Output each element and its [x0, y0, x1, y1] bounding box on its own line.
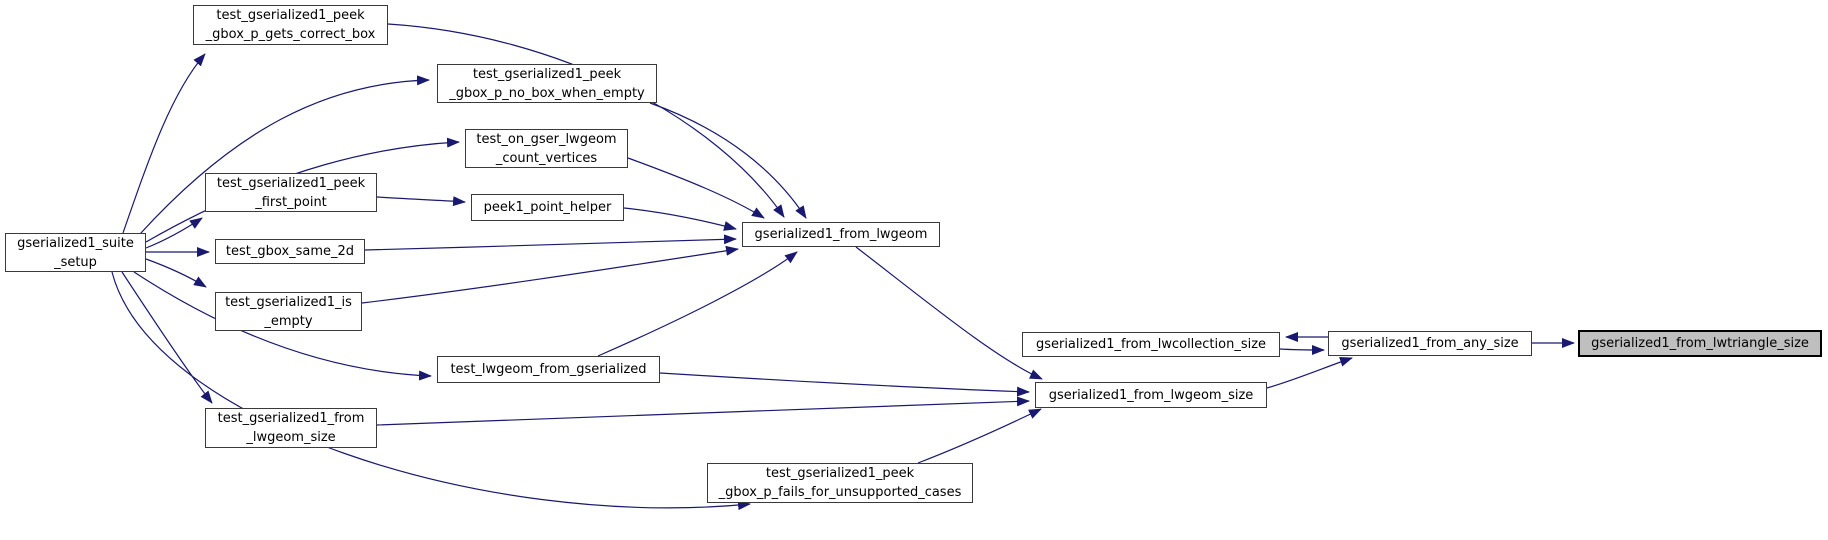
- node-test_gserialized1_peek_gbox_p_no_box_when_empty[interactable]: test_gserialized1_peek _gbox_p_no_box_whe…: [437, 64, 657, 103]
- edge-test_gserialized1_peek_gbox_p_gets_correct_box--to--gserialized1_from_lwgeom: [387, 23, 785, 218]
- edge-gserialized1_suite_setup--to--test_gserialized1_from_lwgeom_size: [121, 271, 213, 404]
- node-label-line: test_gserialized1_from: [217, 411, 365, 426]
- node-label-line: _gbox_p_no_box_when_empty: [449, 85, 645, 101]
- node-label-line: test_gserialized1_peek: [216, 8, 365, 23]
- edge-gserialized1_suite_setup--to--test_gserialized1_is_empty: [145, 258, 207, 288]
- node-gserialized1_from_lwcollection_size[interactable]: gserialized1_from_lwcollection_size: [1022, 332, 1280, 357]
- edge-test_lwgeom_from_gserialized--to--gserialized1_from_lwgeom_size: [659, 372, 1030, 397]
- edge-gserialized1_suite_setup--to--test_on_gser_lwgeom_count_vertices: [145, 137, 460, 243]
- node-gserialized1_from_lwtriangle_size[interactable]: gserialized1_from_lwtriangle_size: [1578, 330, 1822, 357]
- node-label-line: test_gserialized1_peek: [472, 66, 622, 82]
- node-label-line: test_gbox_same_2d: [225, 244, 355, 259]
- node-test_on_gser_lwgeom_count_vertices[interactable]: test_on_gser_lwgeom _count_vertices: [465, 129, 628, 168]
- node-label-line: test_on_gser_lwgeom: [476, 131, 617, 147]
- node-test_gbox_same_2d[interactable]: test_gbox_same_2d: [215, 239, 365, 264]
- node-label-line: gserialized1_from_lwtriangle_size: [1591, 336, 1809, 351]
- node-label-line: gserialized1_from_lwcollection_size: [1035, 337, 1267, 352]
- node-label-line: gserialized1_from_lwgeom_size: [1048, 387, 1254, 403]
- node-label-line: _gbox_p_fails_for_unsupported_cases: [718, 485, 962, 500]
- node-peek1_point_helper[interactable]: peek1_point_helper: [471, 194, 624, 221]
- node-label-line: _empty: [264, 313, 313, 329]
- node-label-line: gserialized1_from_lwgeom: [754, 227, 928, 242]
- edge-test_gserialized1_is_empty--to--gserialized1_from_lwgeom: [361, 245, 739, 304]
- node-label-line: test_gserialized1_peek: [765, 466, 915, 481]
- node-label-line: _count_vertices: [495, 150, 598, 166]
- node-gserialized1_suite_setup[interactable]: gserialized1_suite _setup: [5, 233, 146, 272]
- edge-gserialized1_from_lwcollection_size--to--gserialized1_from_any_size: [1279, 344, 1325, 355]
- node-gserialized1_from_lwgeom[interactable]: gserialized1_from_lwgeom: [742, 222, 940, 247]
- node-label-line: _setup: [54, 254, 97, 270]
- edge-test_gserialized1_from_lwgeom_size--to--gserialized1_from_lwgeom_size: [376, 396, 1030, 426]
- node-test_lwgeom_from_gserialized[interactable]: test_lwgeom_from_gserialized: [437, 356, 660, 383]
- node-label-line: test_gserialized1_peek: [216, 175, 366, 191]
- node-test_gserialized1_is_empty[interactable]: test_gserialized1_is _empty: [215, 292, 362, 331]
- edge-test_gserialized1_peek_gbox_p_no_box_when_empty--to--gserialized1_from_lwgeom: [649, 102, 807, 219]
- edge-gserialized1_suite_setup--to--test_lwgeom_from_gserialized: [133, 271, 432, 381]
- node-label-line: peek1_point_helper: [483, 200, 612, 215]
- edge-gserialized1_from_lwgeom_size--to--gserialized1_from_any_size: [1266, 357, 1353, 389]
- node-test_gserialized1_peek_first_point[interactable]: test_gserialized1_peek _first_point: [205, 173, 377, 212]
- edge-test_lwgeom_from_gserialized--to--gserialized1_from_lwgeom: [597, 251, 798, 357]
- node-gserialized1_from_any_size[interactable]: gserialized1_from_any_size: [1328, 331, 1532, 356]
- edge-gserialized1_suite_setup--to--test_gserialized1_peek_gbox_p_gets_correct_box: [122, 53, 206, 234]
- node-label-line: test_lwgeom_from_gserialized: [450, 362, 647, 377]
- node-label-line: test_gserialized1_is: [225, 294, 352, 310]
- edge-gserialized1_suite_setup--to--test_gserialized1_peek_first_point: [145, 217, 203, 249]
- edge-test_gserialized1_peek_gbox_p_fails_for_unsupported_cases--to--gserialized1_from_lwgeom_size: [917, 408, 1042, 464]
- edge-test_gbox_same_2d--to--gserialized1_from_lwgeom: [364, 234, 737, 251]
- node-label-line: _first_point: [255, 194, 327, 210]
- edge-gserialized1_from_lwgeom--to--gserialized1_from_lwgeom_size: [855, 246, 1043, 380]
- edge-test_gserialized1_peek_first_point--to--peek1_point_helper: [376, 196, 466, 207]
- edge-test_on_gser_lwgeom_count_vertices--to--gserialized1_from_lwgeom: [627, 157, 765, 219]
- node-label-line: _gbox_p_gets_correct_box: [205, 27, 376, 42]
- node-test_gserialized1_from_lwgeom_size[interactable]: test_gserialized1_from _lwgeom_size: [205, 408, 377, 448]
- node-label-line: gserialized1_from_any_size: [1341, 336, 1519, 351]
- node-test_gserialized1_peek_gbox_p_gets_correct_box[interactable]: test_gserialized1_peek _gbox_p_gets_corre…: [193, 5, 388, 45]
- node-label-line: gserialized1_suite: [17, 235, 134, 251]
- edge-gserialized1_suite_setup--to--test_gserialized1_peek_gbox_p_fails_for_unsupported_cases: [111, 271, 751, 511]
- node-gserialized1_from_lwgeom_size[interactable]: gserialized1_from_lwgeom_size: [1035, 382, 1267, 408]
- edge-gserialized1_suite_setup--to--test_gserialized1_peek_gbox_p_no_box_when_empty: [139, 75, 430, 235]
- node-label-line: _lwgeom_size: [246, 430, 336, 445]
- node-test_gserialized1_peek_gbox_p_fails_for_unsupported_cases[interactable]: test_gserialized1_peek _gbox_p_fails_for_…: [707, 463, 973, 503]
- edge-peek1_point_helper--to--gserialized1_from_lwgeom: [623, 207, 737, 231]
